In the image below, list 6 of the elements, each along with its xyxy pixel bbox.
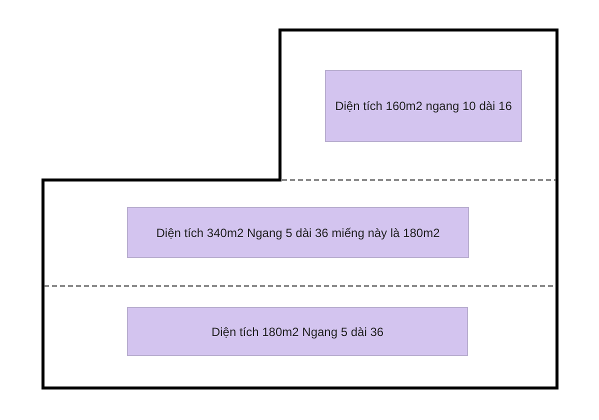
- area-label: Diện tích 340m2 Ngang 5 dài 36 miếng này là 180m2: [156, 226, 440, 240]
- area-label: Diện tích 180m2 Ngang 5 dài 36: [211, 324, 384, 338]
- area-box: [127, 207, 469, 258]
- area-box: [127, 307, 468, 356]
- area-label: Diện tích 160m2 ngang 10 dài 16: [335, 99, 512, 113]
- area-box: [325, 70, 522, 142]
